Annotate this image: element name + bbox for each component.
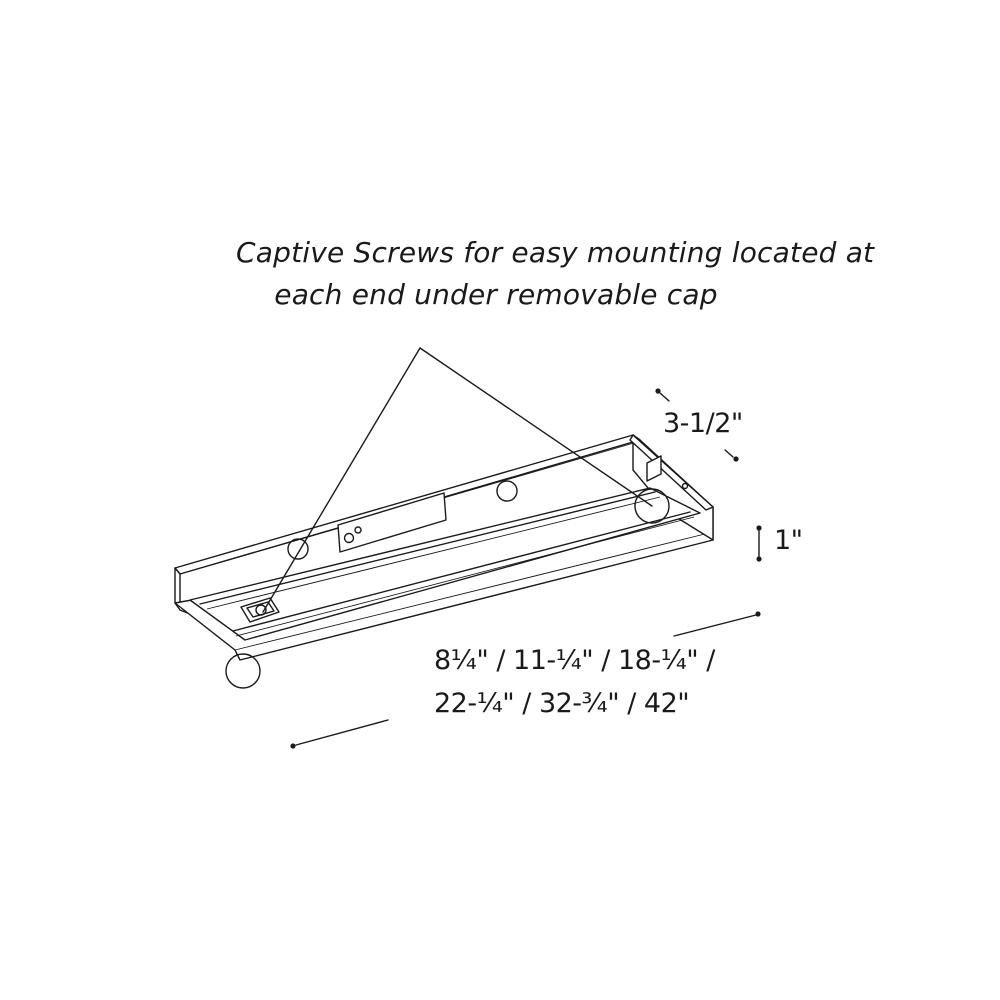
- left-end-callout-circle: [225, 653, 261, 689]
- right-end-callout-circle: [634, 488, 670, 524]
- mounting-hole-left: [287, 538, 309, 560]
- mounting-hole-right: [496, 480, 518, 502]
- terminal-plate: [337, 492, 447, 553]
- length-dimension-label-line-2: 22-¼" / 32-¾" / 42": [434, 688, 690, 719]
- captive-screw-cap: [240, 597, 280, 623]
- width-dimension-line: [655, 388, 739, 462]
- junction-box-knockout: [646, 455, 662, 482]
- callout-text-line-2: each end under removable cap: [274, 278, 718, 311]
- length-dimension-label-line-1: 8¼" / 11-¼" / 18-¼" /: [434, 645, 715, 676]
- length-dimension-line: [290, 611, 761, 749]
- height-dimension-line: [756, 525, 762, 562]
- callout-leader-lines: [262, 347, 653, 613]
- end-cap-screw-hole: [681, 482, 689, 490]
- height-dimension-label: 1": [774, 525, 803, 556]
- lens-channel: [189, 487, 701, 641]
- width-dimension-label: 3-1/2": [663, 408, 743, 439]
